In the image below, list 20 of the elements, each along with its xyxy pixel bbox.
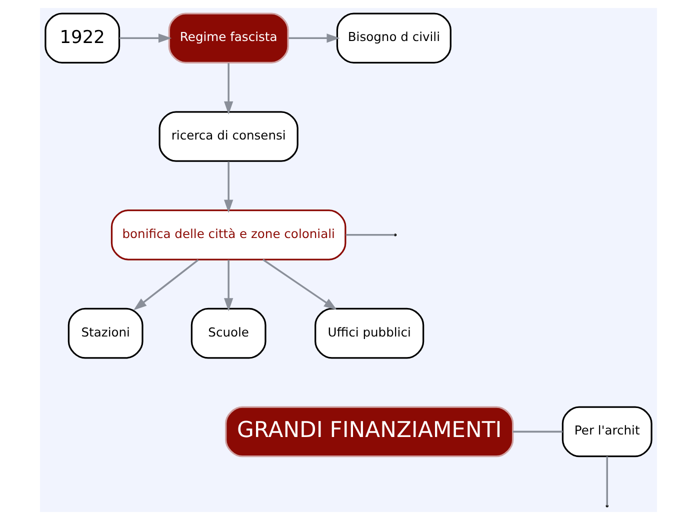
node-box: Uffici pubblici — [314, 308, 424, 359]
arrow — [223, 162, 233, 213]
node-box: bonifica delle città e zone coloniali — [110, 210, 346, 260]
node-box: Per l'archit — [561, 406, 652, 458]
arrow — [119, 34, 172, 43]
arrow — [262, 258, 336, 310]
connector — [345, 234, 394, 236]
node-box: Scuole — [190, 308, 266, 359]
arrow — [223, 260, 233, 312]
node-box: Stazioni — [67, 308, 143, 359]
arrow — [133, 259, 198, 310]
node-box: 1922 — [44, 12, 120, 64]
arrow — [223, 63, 233, 114]
node-box: ricerca di consensi — [158, 111, 298, 162]
connector — [512, 430, 562, 433]
connector — [606, 456, 608, 506]
node-box: Regime fascista — [168, 12, 288, 64]
arrow — [288, 34, 340, 43]
node-box: GRANDI FINANZIAMENTI — [224, 406, 514, 458]
node-box: Bisogno d civili — [336, 12, 451, 64]
